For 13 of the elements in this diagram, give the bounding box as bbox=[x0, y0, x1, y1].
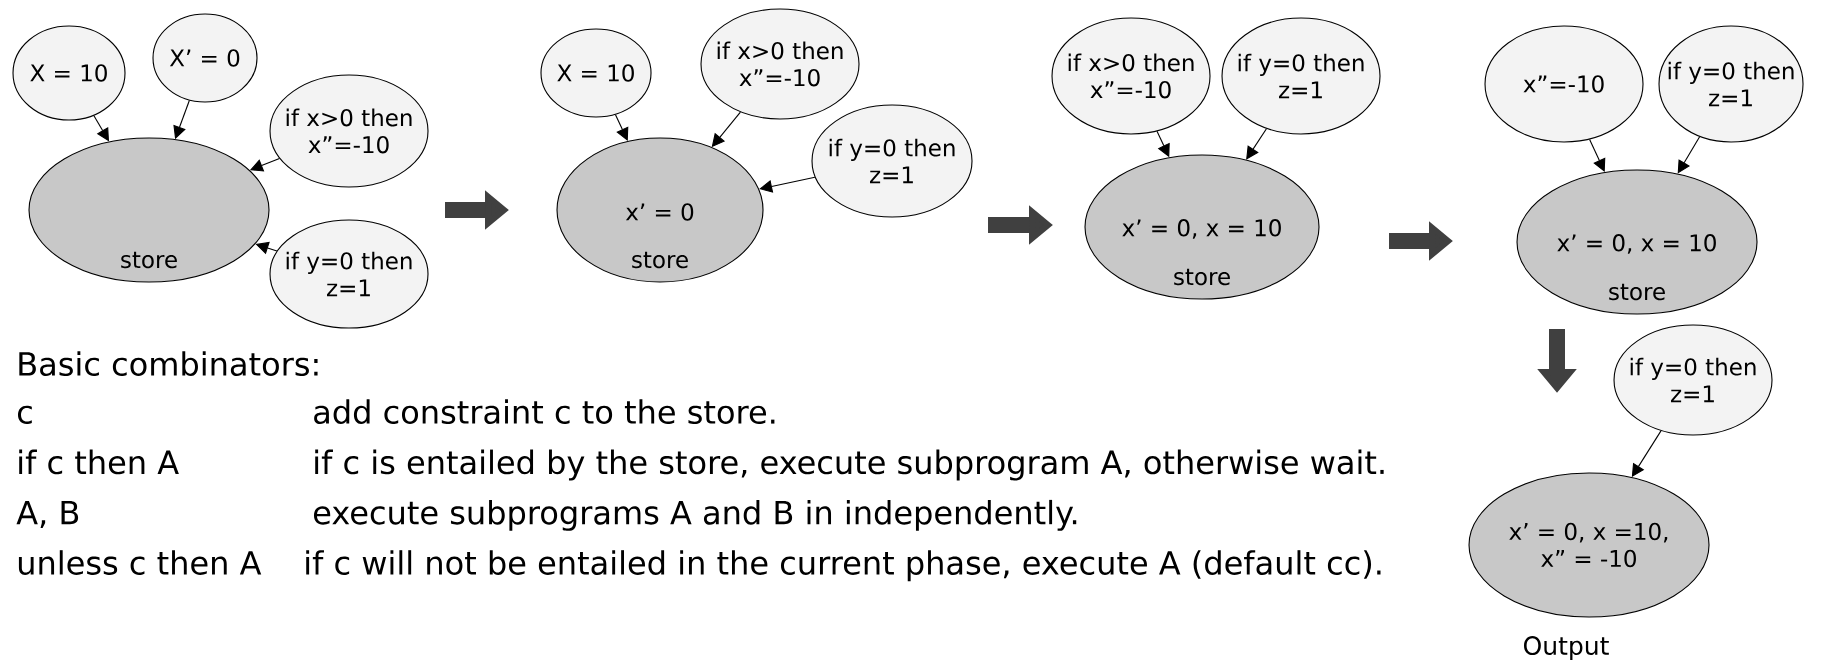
definition-text: execute subprograms A and B in independently. bbox=[314, 499, 1077, 531]
term-text: A, B bbox=[16, 500, 79, 528]
term-text: unless c then A bbox=[18, 550, 262, 575]
term-text: if c then A bbox=[19, 449, 179, 475]
arrow bbox=[759, 176, 816, 193]
arrow bbox=[1677, 136, 1701, 174]
term-text: c bbox=[18, 405, 32, 425]
caption-label: Output bbox=[1524, 636, 1609, 660]
definition-text: if c will not be entailed in the current phase, execute A (default cc). bbox=[306, 550, 1381, 582]
definition-text: if c is entailed by the store, execute subprogram A, otherwise wait. bbox=[315, 449, 1384, 481]
arrow bbox=[1246, 128, 1267, 160]
definition-text: add constraint c to the store. bbox=[314, 399, 775, 425]
heading-text: Basic combinators: bbox=[19, 351, 318, 377]
